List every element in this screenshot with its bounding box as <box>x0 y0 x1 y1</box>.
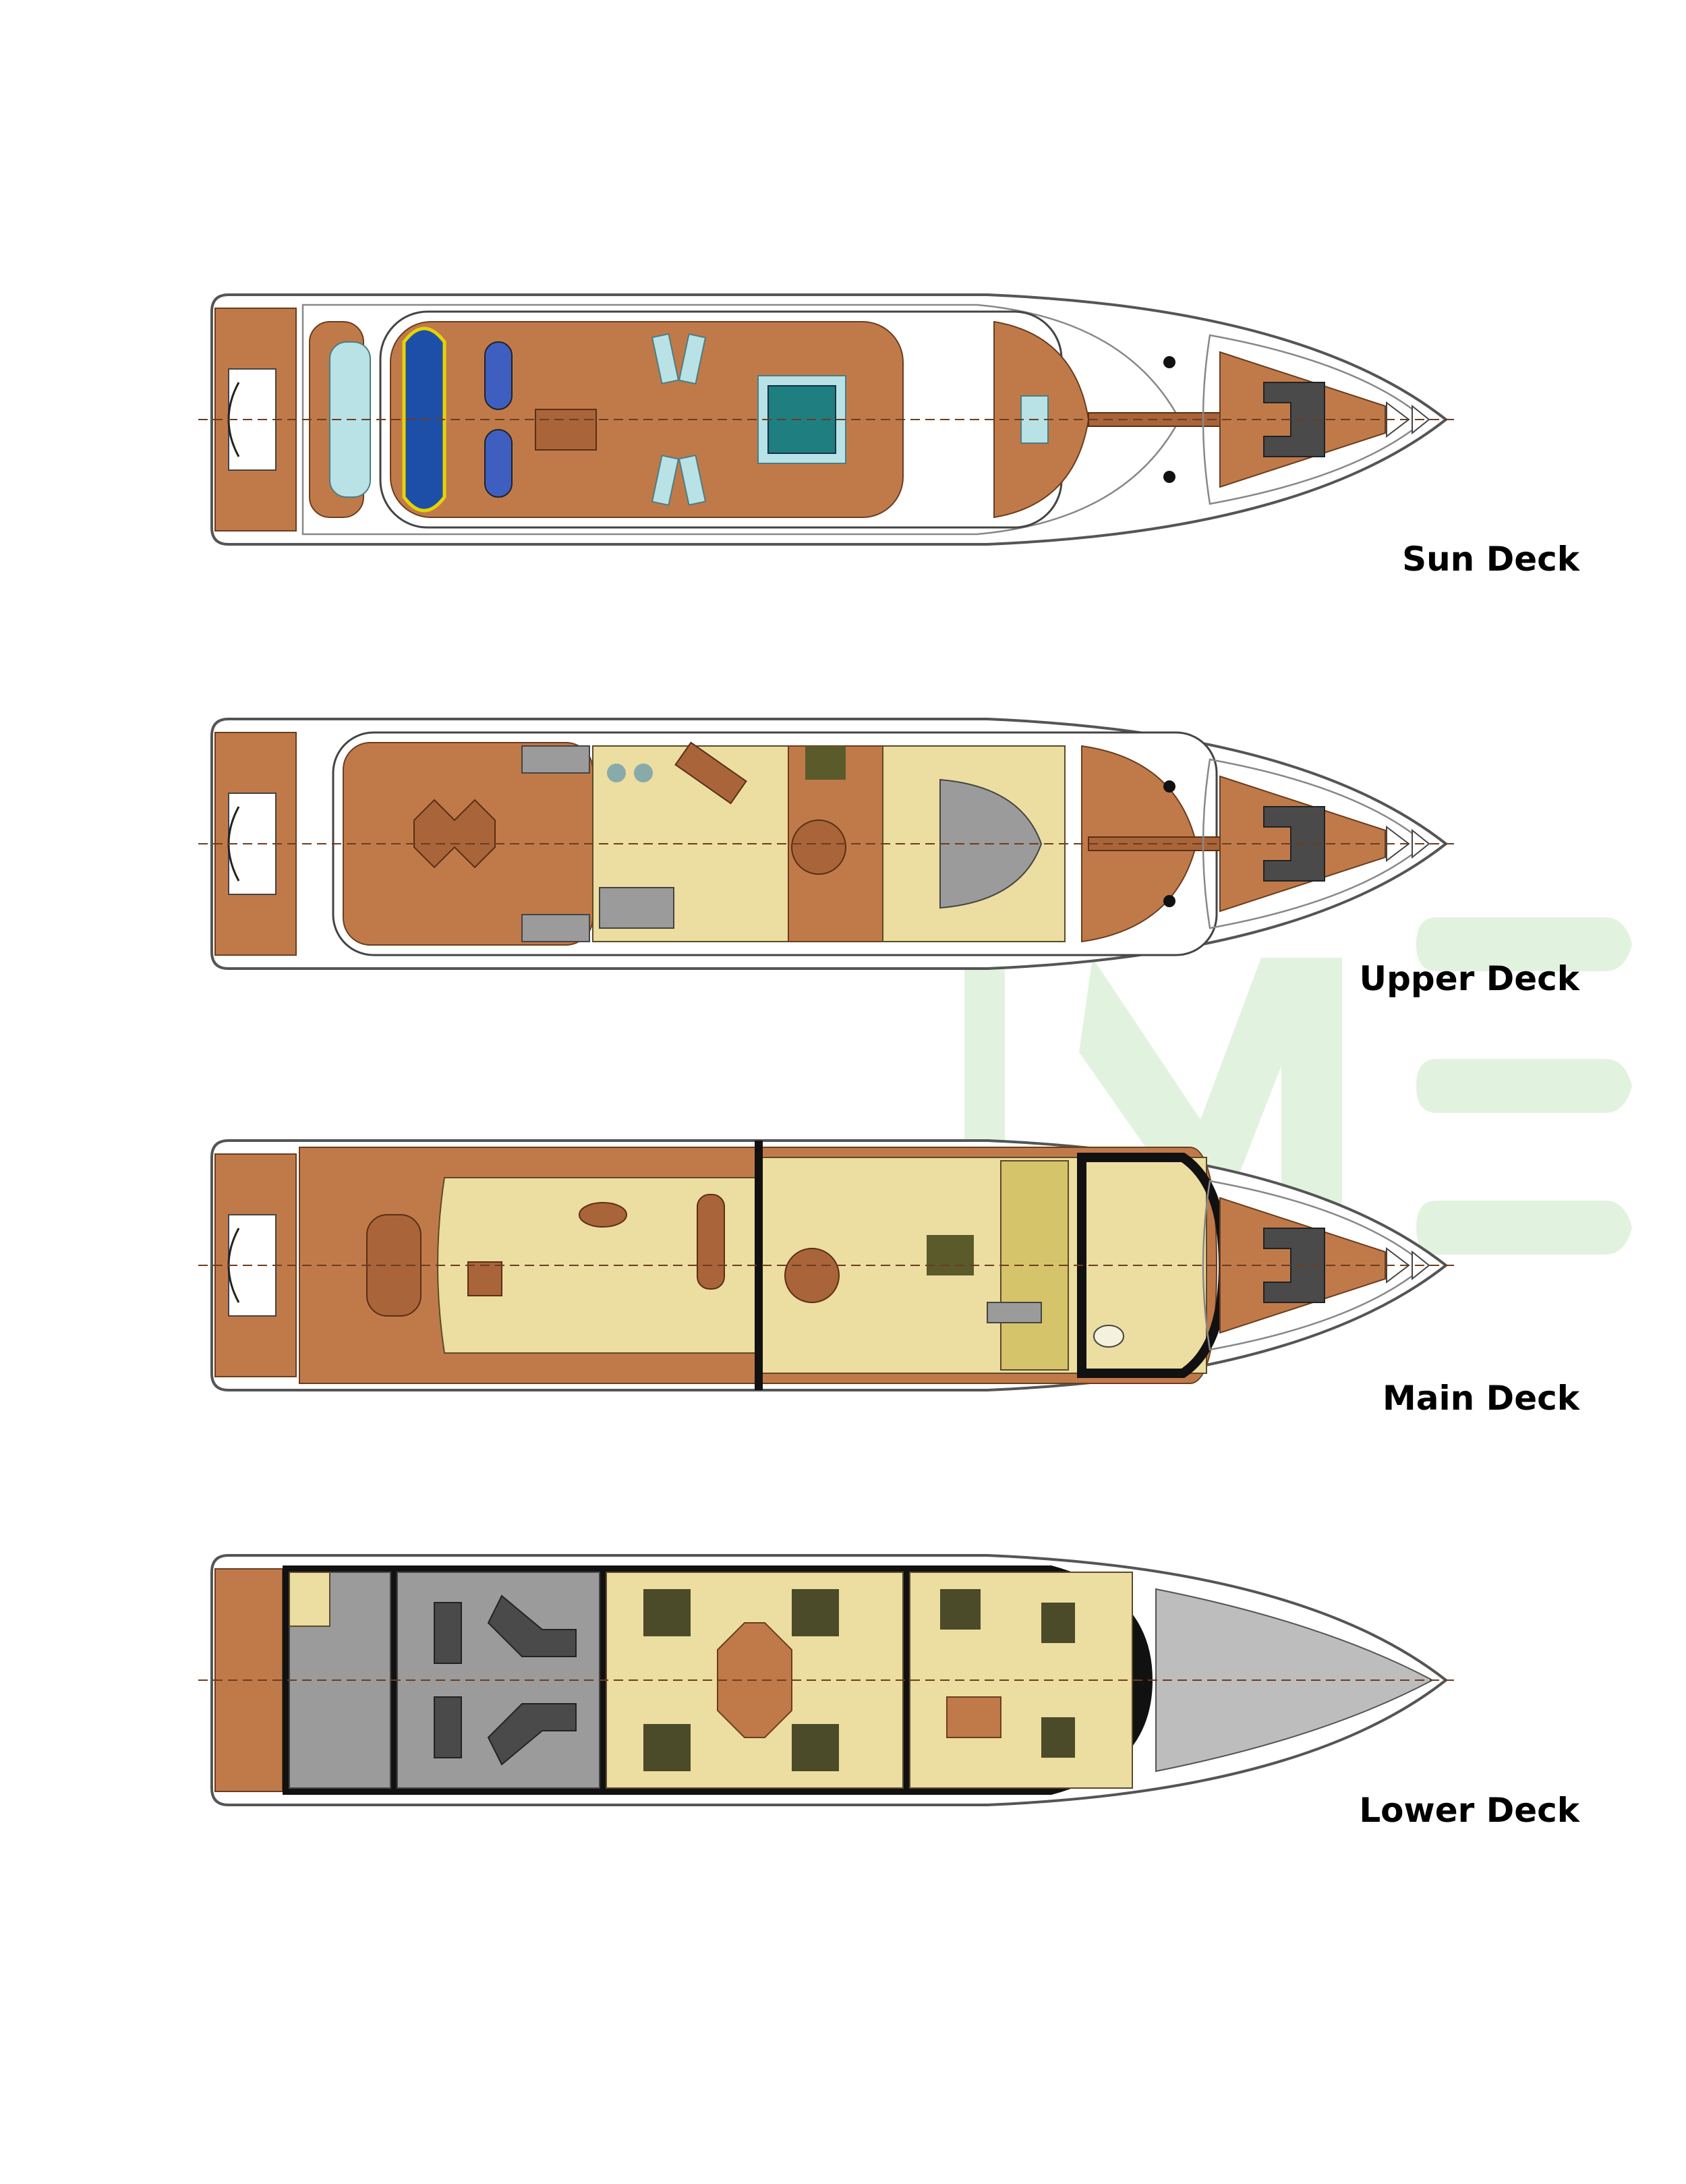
upper-deck-label: Upper Deck <box>1359 959 1579 998</box>
sun-deck-plan <box>198 293 1459 546</box>
sun-deck-label: Sun Deck <box>1402 540 1579 579</box>
main-deck-label: Main Deck <box>1383 1379 1579 1418</box>
lower-deck-plan <box>198 1554 1459 1806</box>
upper-deck-plan <box>198 718 1459 970</box>
lower-deck-label: Lower Deck <box>1359 1791 1579 1830</box>
main-deck-plan <box>198 1139 1459 1391</box>
